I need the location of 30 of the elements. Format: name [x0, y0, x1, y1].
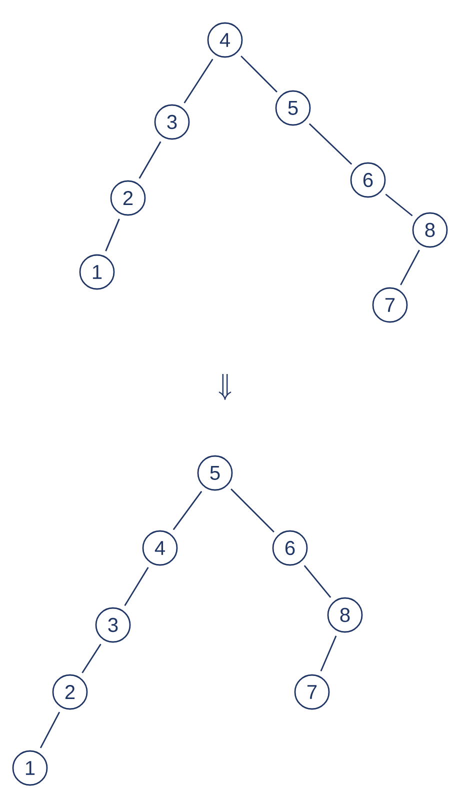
tree-edge	[124, 567, 149, 606]
tree-node: 2	[52, 674, 88, 710]
tree-node: 4	[207, 22, 243, 58]
tree-node: 8	[412, 212, 448, 248]
tree-node: 5	[275, 90, 311, 126]
tree-node: 5	[197, 455, 233, 491]
tree-edge	[82, 644, 102, 674]
tree-edge	[320, 636, 337, 672]
tree-edge	[138, 141, 162, 179]
tree-edge	[400, 250, 420, 286]
tree-edge	[240, 56, 278, 92]
tree-node: 1	[79, 254, 115, 290]
tree-node: 6	[272, 530, 308, 566]
tree-node: 3	[95, 607, 131, 643]
tree-edge	[230, 488, 274, 532]
tree-edge	[304, 565, 332, 598]
tree-node: 7	[294, 674, 330, 710]
tree-edge	[172, 490, 202, 530]
tree-edge	[184, 58, 214, 104]
tree-node: 7	[372, 287, 408, 323]
tree-edge	[40, 712, 60, 748]
tree-edge	[385, 194, 413, 216]
tree-edge	[308, 123, 352, 165]
tree-edge	[105, 218, 120, 252]
tree-node: 2	[110, 180, 146, 216]
tree-node: 6	[350, 162, 386, 198]
tree-node: 4	[142, 530, 178, 566]
tree-node: 3	[154, 104, 190, 140]
tree-node: 8	[327, 597, 363, 633]
tree-node: 1	[12, 750, 48, 786]
